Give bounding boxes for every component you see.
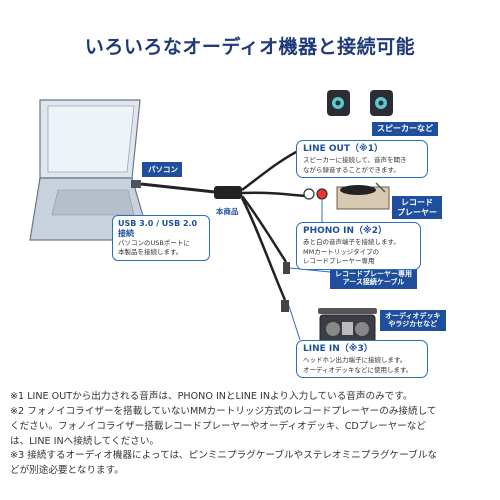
note-line: ください。フォノイコライザー搭載レコードプレーヤーやオーディオデッキ、CDプレー…: [10, 420, 426, 432]
page-title: いろいろなオーディオ機器と接続可能: [84, 36, 416, 58]
record-player-label: レコード プレーヤー: [392, 196, 442, 220]
note-line: ※1 LINE OUTから出力される音声は、PHONO INとLINE INより…: [10, 391, 413, 402]
footnotes: ※1 LINE OUTから出力される音声は、PHONO INとLINE INより…: [10, 390, 492, 479]
line-out-callout: LINE OUT（※1） スピーカーに接続して、音声を聞き ながら録音することが…: [296, 140, 428, 179]
cassette-label: オーディオデッキ やラジカセなど: [380, 310, 446, 331]
record-player-label-line2: プレーヤー: [397, 207, 437, 217]
phono-in-title: PHONO IN（※2）: [303, 226, 387, 236]
usb-title: USB 3.0 / USB 2.0接続: [118, 219, 198, 238]
note-line: ※3 接続するオーディオ機器によっては、ピンミニプラグケーブルやステレオミニプラ…: [10, 450, 437, 462]
ground-cable-label-line2: アース接続ケーブル: [342, 278, 405, 287]
line-in-desc-line1: ヘッドホン出力端子に接続します。: [303, 355, 407, 364]
usb-desc-line1: パソコンのUSBポートに: [118, 239, 190, 247]
record-player-label-line1: レコード: [401, 198, 433, 207]
cassette-label-line1: オーディオデッキ: [385, 312, 441, 320]
record-player-icon: [336, 182, 390, 210]
speaker-label: スピーカーなど: [372, 122, 438, 136]
dongle-icon: [214, 186, 242, 199]
phono-in-desc-line2: MMカートリッジタイプの: [303, 247, 380, 256]
main-unit-label: 本商品: [216, 207, 239, 216]
note-line: は、LINE INへ接続してください。: [10, 435, 160, 447]
ground-cable-label-line1: レコードプレーヤー専用: [335, 270, 412, 278]
speaker-icon: [327, 90, 393, 116]
line-in-desc-line2: オーディオデッキなどに使用します。: [303, 365, 413, 374]
line-out-desc-line1: スピーカーに接続して、音声を聞き: [303, 155, 407, 164]
phono-in-desc-line1: 赤と白の音声端子を接続します。: [303, 237, 400, 246]
line-in-title: LINE IN（※3）: [303, 344, 373, 354]
usb-callout: USB 3.0 / USB 2.0接続 パソコンのUSBポートに 本製品を接続し…: [112, 215, 210, 261]
usb-desc-line2: 本製品を接続します。: [118, 247, 183, 256]
phono-in-callout: PHONO IN（※2） 赤と白の音声端子を接続します。 MMカートリッジタイプ…: [296, 222, 421, 271]
line-out-title: LINE OUT（※1）: [303, 144, 384, 154]
cassette-label-line2: やラジカセなど: [388, 320, 438, 329]
ground-cable-label: レコードプレーヤー専用 アース接続ケーブル: [330, 268, 417, 289]
pc-label: パソコン: [142, 162, 182, 177]
note-line: どが別途必要となります。: [10, 465, 124, 477]
note-line: ※2 フォノイコライザーを搭載していないMMカートリッジ方式のレコードプレーヤー…: [10, 405, 437, 417]
line-in-callout: LINE IN（※3） ヘッドホン出力端子に接続します。 オーディオデッキなどに…: [296, 340, 428, 379]
cassette-deck-icon: [318, 308, 377, 344]
phono-in-desc-line3: レコードプレーヤー専用: [303, 257, 375, 266]
line-out-desc-line2: ながら録音することができます。: [303, 165, 400, 174]
